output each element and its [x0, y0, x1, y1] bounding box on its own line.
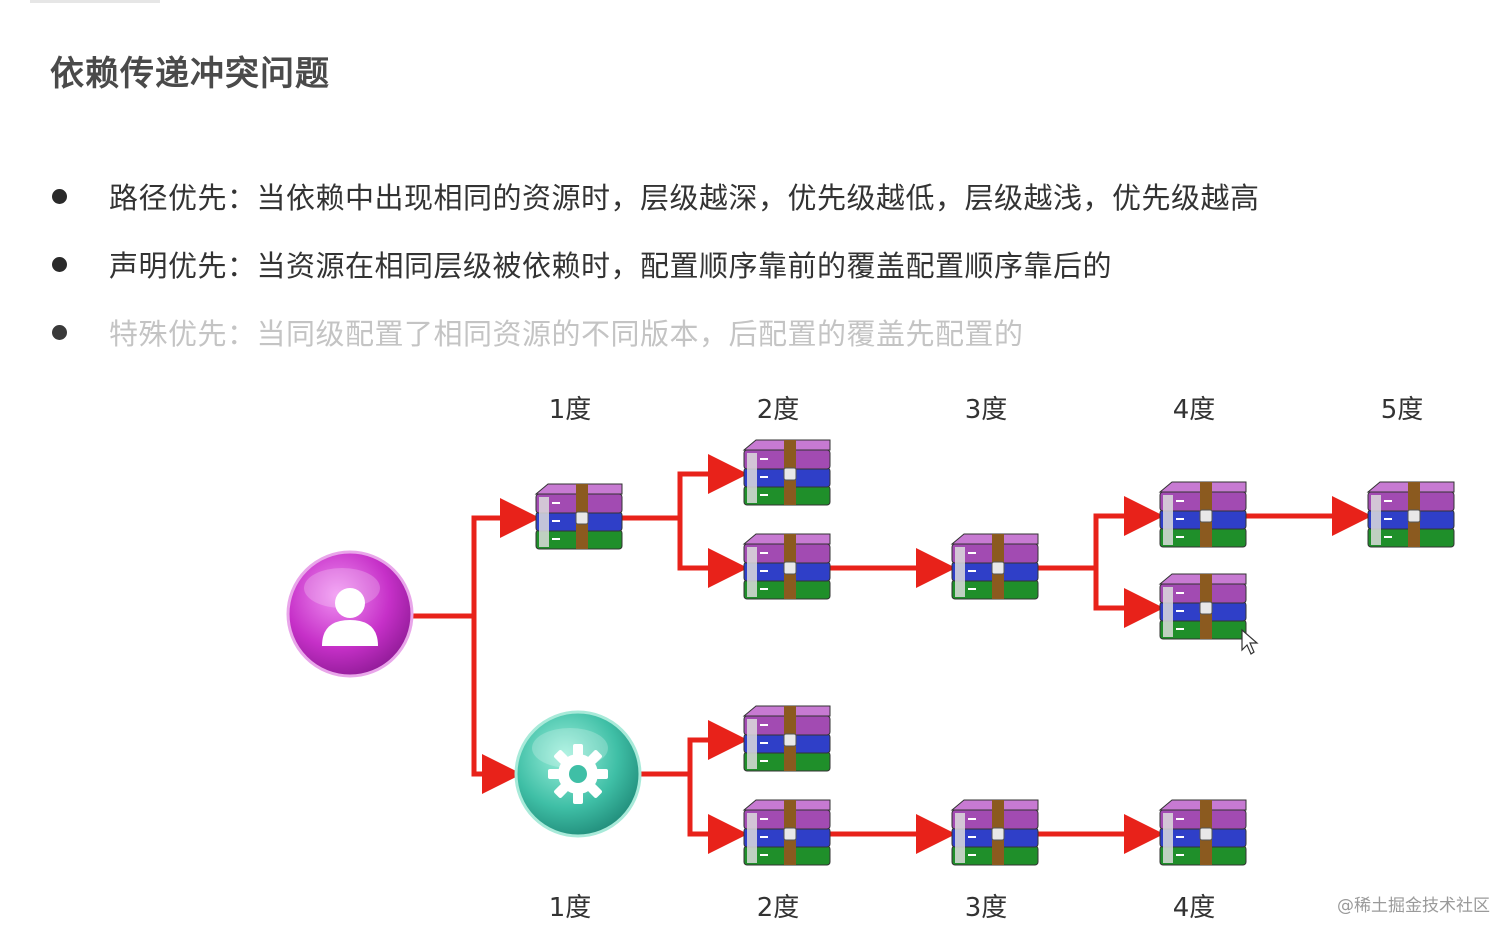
dependency-arrows [412, 454, 1372, 854]
bullet-dot [52, 256, 67, 272]
arrow-module-to-pkg2c [640, 720, 748, 777]
archive-icon [743, 533, 831, 600]
archive-icon [535, 483, 623, 550]
bottom-level-label: 3度 [965, 893, 1008, 923]
archive-icon [1159, 481, 1247, 548]
bullet-special-priority: 特殊优先：当同级配置了相同资源的不同版本，后配置的覆盖先配置的 [52, 298, 1260, 366]
arrow-user-to-pkg1 [412, 498, 540, 619]
arrow-pkg3-to-pkg4b [1093, 568, 1164, 628]
bullet-declaration-priority: 声明优先：当资源在相同层级被依赖时，配置顺序靠前的覆盖配置顺序靠后的 [52, 230, 1260, 298]
watermark: @稀土掘金技术社区 [1337, 896, 1490, 916]
page-title: 依赖传递冲突问题 [50, 54, 330, 94]
bottom-level-label: 2度 [757, 893, 800, 923]
bullet-text: 路径优先：当依赖中出现相同的资源时，层级越深，优先级越低，层级越浅，优先级越高 [109, 181, 1260, 215]
archive-icon [951, 799, 1039, 866]
top-level-label: 1度 [549, 395, 592, 425]
bullet-text: 声明优先：当资源在相同层级被依赖时，配置顺序靠前的覆盖配置顺序靠后的 [109, 249, 1113, 283]
bottom-level-label: 4度 [1173, 893, 1216, 923]
bullet-text: 特殊优先：当同级配置了相同资源的不同版本，后配置的覆盖先配置的 [109, 317, 1024, 351]
top-level-label: 2度 [757, 395, 800, 425]
arrow-pkg1-to-pkg2a [622, 454, 748, 521]
bullet-dot [52, 324, 67, 340]
archive-icon [1159, 573, 1247, 640]
bullet-dot [52, 188, 67, 204]
mouse-cursor-icon [1241, 628, 1259, 655]
top-level-label: 3度 [965, 395, 1008, 425]
arrow-pkg3-to-pkg4a [1038, 496, 1164, 571]
archive-icon [743, 705, 831, 772]
archive-icon [743, 439, 831, 506]
user-icon [322, 588, 378, 646]
arrow-pkg1-to-pkg2b [677, 518, 748, 588]
arrow-user-to-module [471, 616, 522, 794]
archive-icon [743, 799, 831, 866]
bottom-level-label: 1度 [549, 893, 592, 923]
bullet-path-priority: 路径优先：当依赖中出现相同的资源时，层级越深，优先级越低，层级越浅，优先级越高 [52, 162, 1260, 230]
archive-icon [951, 533, 1039, 600]
top-edge-bar [30, 0, 160, 3]
archive-icon [1367, 481, 1455, 548]
module-node [514, 710, 642, 838]
user-node [286, 550, 414, 678]
gear-icon [548, 744, 608, 804]
bullet-list: 路径优先：当依赖中出现相同的资源时，层级越深，优先级越低，层级越浅，优先级越高 … [52, 162, 1260, 366]
arrow-module-to-pkg2d [687, 774, 748, 854]
top-level-label: 4度 [1173, 395, 1216, 425]
top-level-label: 5度 [1381, 395, 1424, 425]
archive-icon [1159, 799, 1247, 866]
